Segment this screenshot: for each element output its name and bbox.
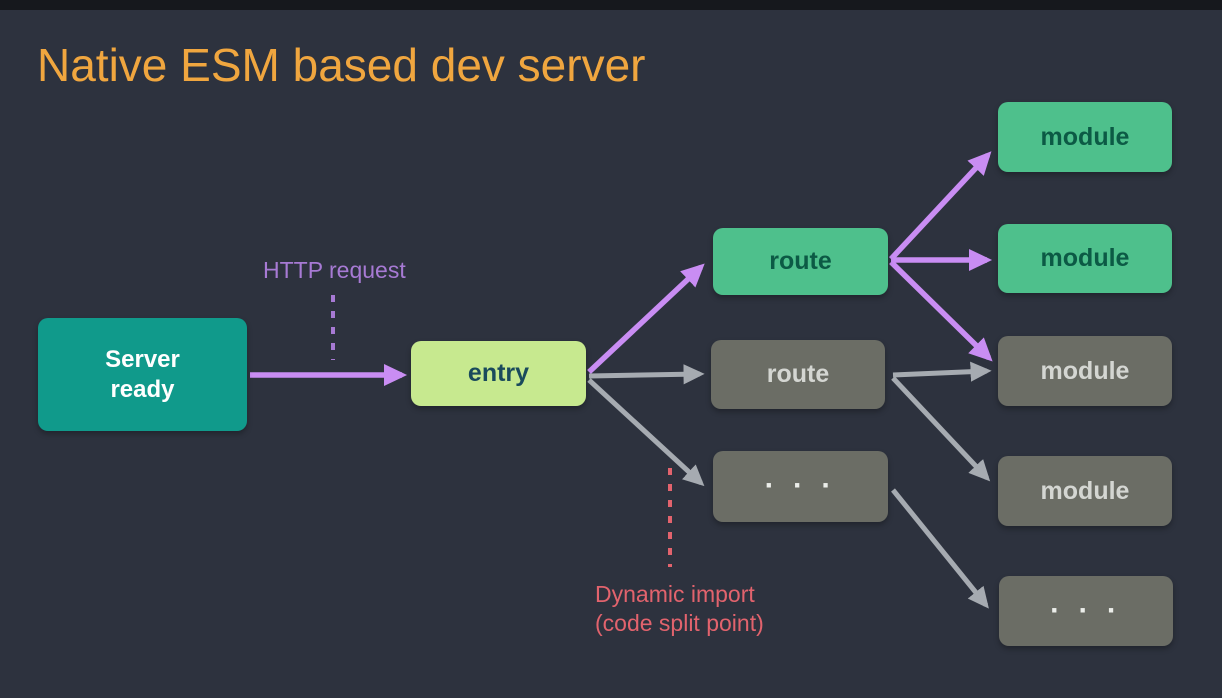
node-module-1-label: module [1040, 122, 1130, 151]
node-route-loaded: route [713, 228, 888, 295]
edge-entry-to-route_loaded [587, 263, 705, 375]
node-server-ready: Server ready [38, 318, 247, 431]
node-module-2-label: module [1040, 244, 1130, 273]
dynamic-import-line2: (code split point) [595, 610, 764, 636]
node-modules-more: · · · [999, 576, 1173, 646]
edge-route_idle-to-module_3 [892, 361, 992, 382]
node-route-loaded-label: route [769, 247, 832, 276]
edge-route_idle-to-module_4 [891, 376, 991, 482]
node-routes-more: · · · [713, 451, 888, 522]
node-entry-label: entry [467, 359, 530, 388]
dynamic-import-label: Dynamic import (code split point) [595, 580, 764, 638]
edge-route_loaded-to-module_1 [888, 151, 992, 261]
edge-entry-to-route_idle [588, 364, 705, 385]
dynamic-import-line1: Dynamic import [595, 581, 755, 607]
node-module-1: module [998, 102, 1172, 172]
node-module-4-label: module [1040, 476, 1130, 505]
top-bar [0, 0, 1222, 10]
node-module-4: module [998, 456, 1172, 526]
node-route-idle: route [711, 340, 885, 409]
guide-layer [331, 295, 672, 567]
node-routes-more-label: · · · [764, 469, 837, 503]
node-modules-more-label: · · · [1050, 593, 1122, 627]
node-server-ready-label: Server ready [105, 346, 180, 403]
node-module-3-label: module [1040, 356, 1130, 385]
node-route-idle-label: route [766, 360, 830, 389]
edge-route_loaded-to-module_3 [889, 260, 993, 362]
edge-routes_more-to-modules_more [891, 488, 989, 609]
node-module-3: module [998, 336, 1172, 406]
node-entry: entry [411, 341, 586, 406]
page-title: Native ESM based dev server [37, 39, 646, 91]
node-module-2: module [998, 224, 1172, 293]
edge-layer [250, 151, 993, 609]
edge-entry-to-routes_more [587, 378, 705, 487]
http-request-label: HTTP request [263, 257, 406, 283]
